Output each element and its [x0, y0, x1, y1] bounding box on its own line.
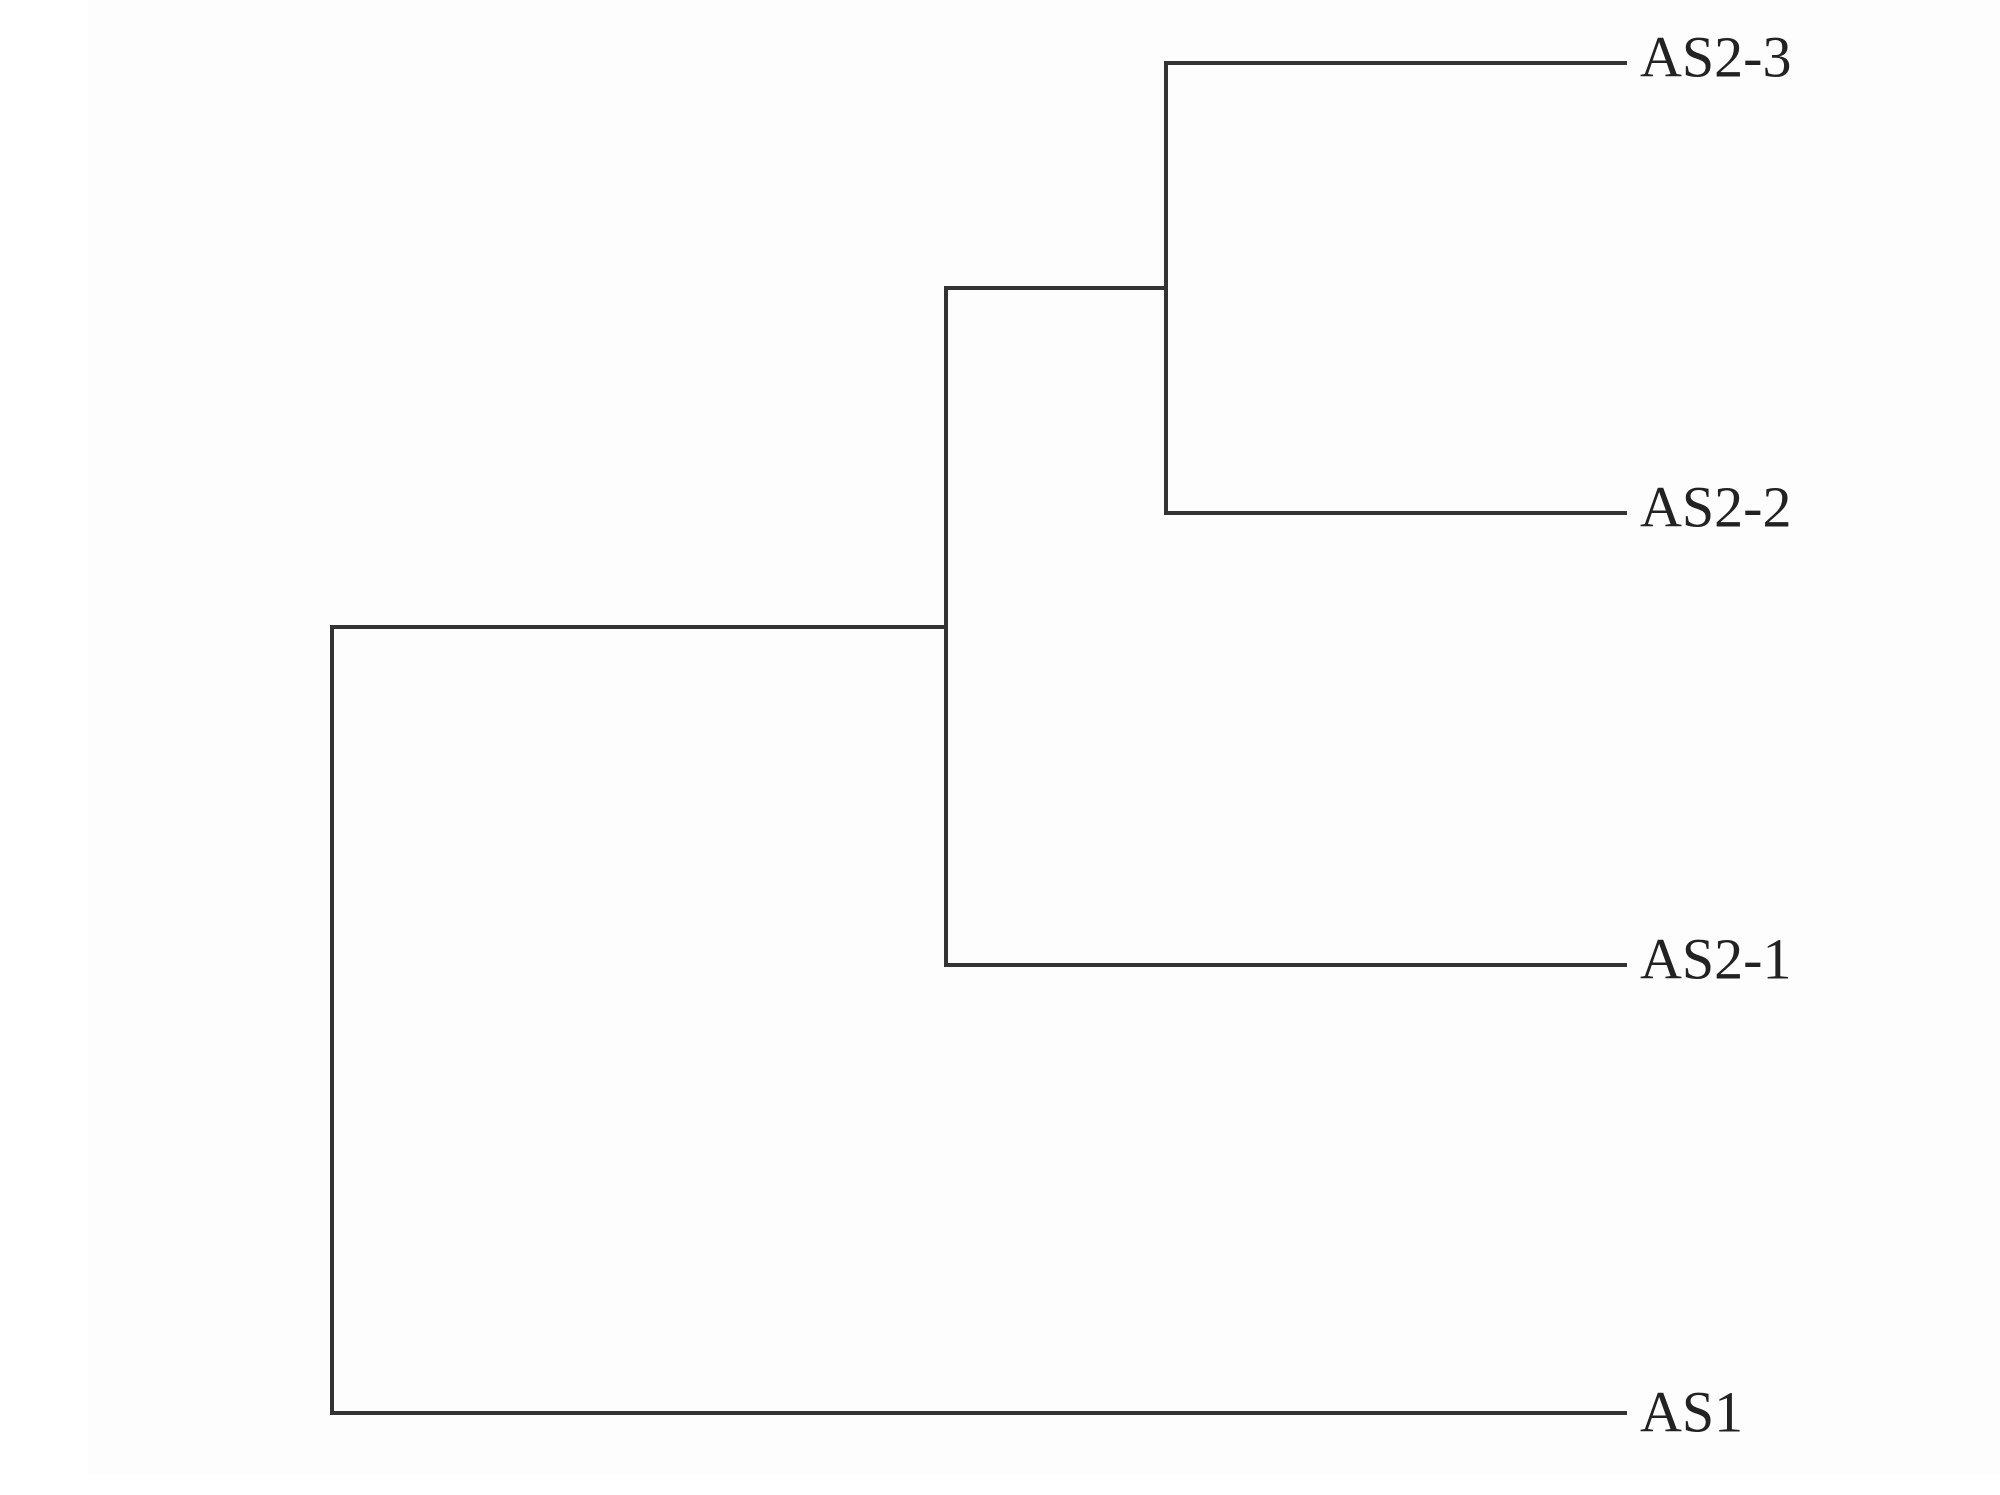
leaf-label-as2-3: AS2-3	[1640, 24, 1791, 89]
leaf-label-as2-2: AS2-2	[1640, 474, 1791, 539]
leaf-label-as1: AS1	[1640, 1379, 1743, 1444]
leaf-label-as2-1: AS2-1	[1640, 926, 1791, 991]
figure-panel	[88, 0, 2000, 1475]
